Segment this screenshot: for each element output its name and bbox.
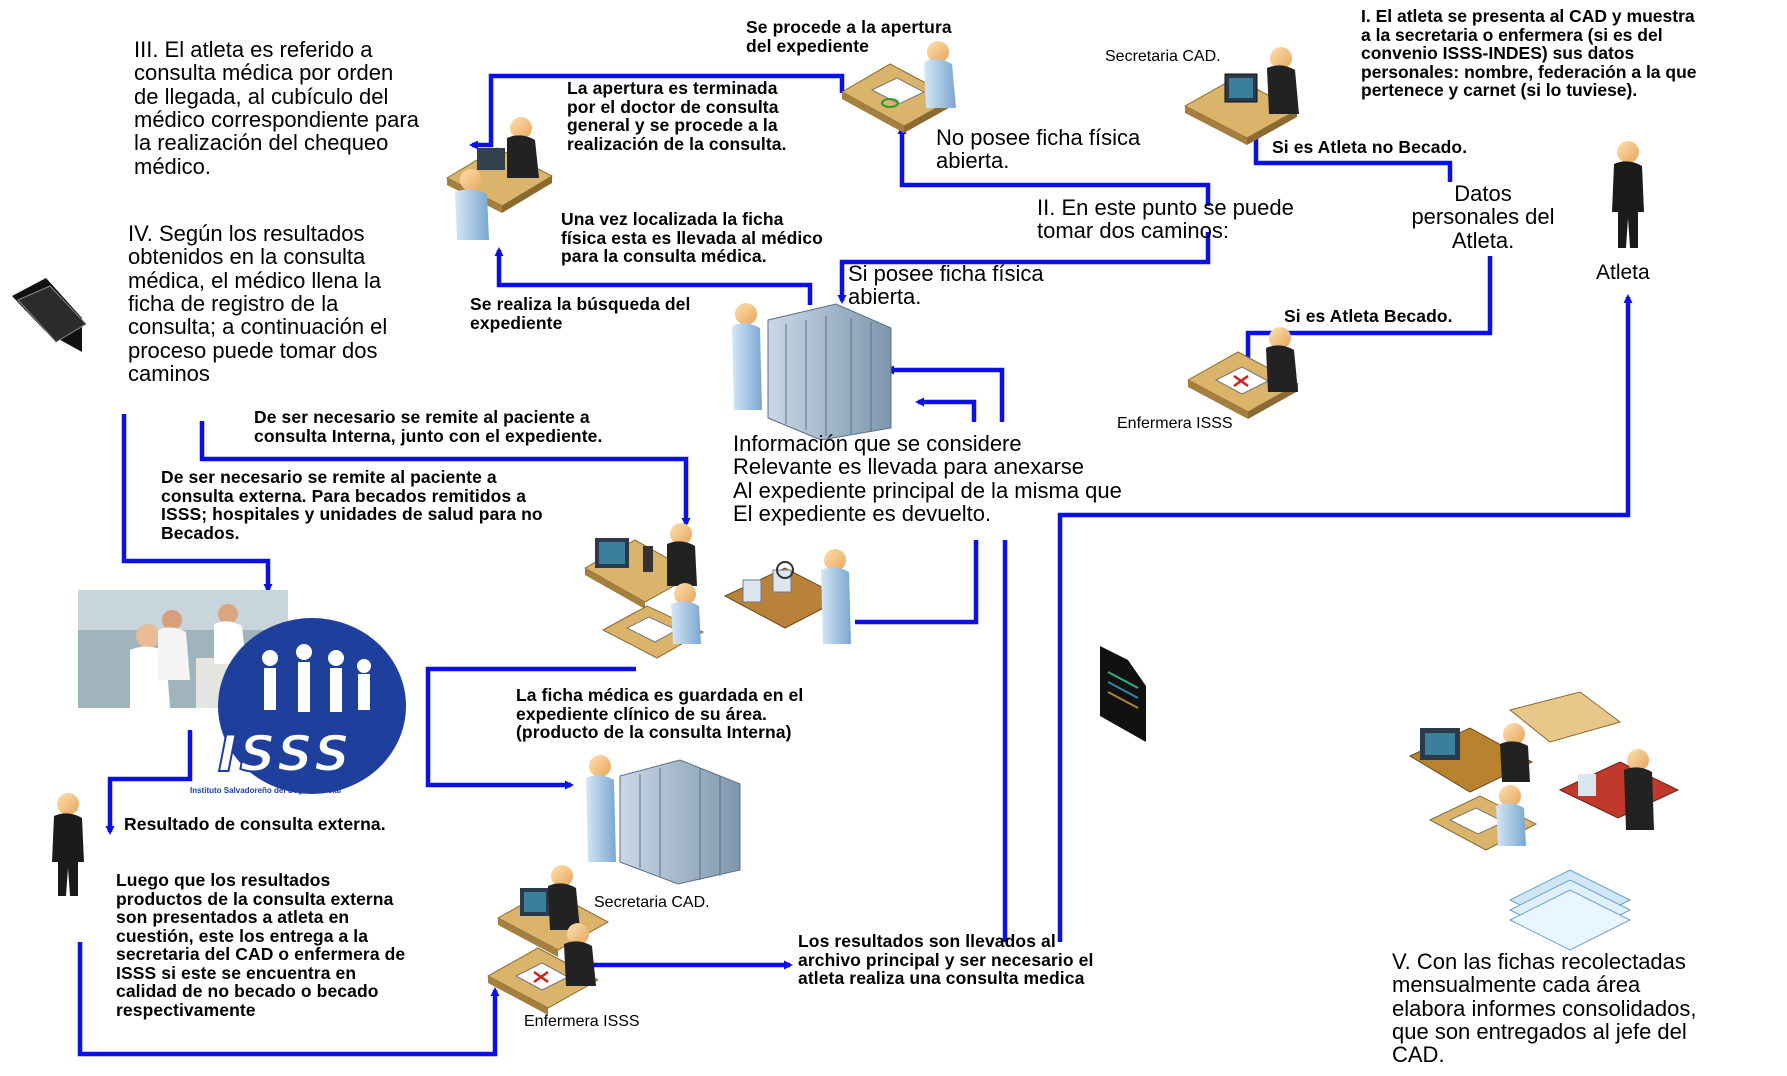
informes-consolidados-icon <box>1408 691 1680 951</box>
arrow-no-becado <box>1251 122 1453 182</box>
note-no-posee: No posee ficha física abierta. <box>936 125 1141 174</box>
note-si-posee: Si posee ficha física abierta. <box>848 261 1044 310</box>
note-becado: Si es Atleta Becado. <box>1284 306 1453 326</box>
step-4-text: IV. Según los resultados obtenidos en la… <box>128 221 388 386</box>
label-secretaria-top: Secretaria CAD. <box>1105 48 1221 65</box>
label-enfermera-bottom: Enfermera ISSS <box>524 1013 640 1030</box>
isss-logo-acronym: ISSS <box>217 725 354 783</box>
arrow-consulta-externa <box>121 414 273 593</box>
enfermera-isss-icon <box>1186 327 1300 419</box>
arrow-no-posee <box>897 125 1211 206</box>
step-5-text: V. Con las fichas recolectadas mensualme… <box>1392 949 1697 1068</box>
note-informacion: Información que se considere Relevante e… <box>733 431 1122 526</box>
line-anexo-info <box>855 540 979 625</box>
enfermera-isss-bottom-icon <box>486 923 600 1015</box>
note-luego-resultados: Luego que los resultados productos de la… <box>116 870 406 1020</box>
arrow-apertura-to-consulta <box>469 73 845 150</box>
note-ficha-guardada: La ficha médica es guardada en el expedi… <box>516 685 804 743</box>
folder-icon <box>12 278 87 352</box>
note-resultados-llevados: Los resultados son llevados al archivo p… <box>798 931 1094 989</box>
atleta-bottom-icon <box>52 793 84 896</box>
arrow-entrega-secretaria <box>77 942 500 1057</box>
archivo-principal-icon <box>732 303 892 441</box>
arrow-info-anexar-1 <box>885 365 1005 422</box>
note-consulta-interna: De ser necesario se remite al paciente a… <box>254 407 603 446</box>
document-icon <box>1100 646 1146 742</box>
arrow-info-anexar-2 <box>915 397 977 422</box>
note-localizada: Una vez localizada la ficha física esta … <box>561 209 823 267</box>
note-apertura-terminada: La apertura es terminada por el doctor d… <box>567 78 787 154</box>
secretaria-cad-icon <box>1183 47 1299 145</box>
label-atleta: Atleta <box>1596 261 1650 284</box>
atleta-icon <box>1612 141 1644 248</box>
note-resultado-externa: Resultado de consulta externa. <box>124 814 386 834</box>
anexo-inspeccion-icon <box>723 549 851 644</box>
isss-logo-name: Instituto Salvadoreño del Seguro Social <box>190 786 342 795</box>
label-secretaria-bottom: Secretaria CAD. <box>594 894 710 911</box>
note-consulta-externa: De ser necesario se remite al paciente a… <box>161 467 543 543</box>
isss-logo <box>218 618 406 794</box>
note-datos-personales: Datos personales del Atleta. <box>1411 181 1555 253</box>
note-apertura: Se procede a la apertura del expediente <box>746 17 952 56</box>
arrow-si-posee <box>837 232 1211 304</box>
arrow-consulta-interna <box>199 421 691 527</box>
step-2-text: II. En este punto se puede tomar dos cam… <box>1037 195 1294 244</box>
arrow-ficha-guardada <box>425 666 636 790</box>
secretaria-cad-bottom-icon <box>496 865 610 957</box>
arrow-a-atleta <box>1057 294 1633 942</box>
label-enfermera-top: Enfermera ISSS <box>1117 415 1233 432</box>
consulta-interna-icon <box>583 523 705 659</box>
step-1-text: I. El atleta se presenta al CAD y muestr… <box>1361 6 1697 101</box>
note-busqueda: Se realiza la búsqueda del expediente <box>470 294 691 333</box>
step-3-text: III. El atleta es referido a consulta mé… <box>134 37 419 179</box>
arrow-archivo-a-medico <box>494 247 813 305</box>
arrow-resultado-externa <box>105 730 193 835</box>
expediente-clinico-icon <box>586 755 741 885</box>
doctor-desk-icon <box>445 117 554 240</box>
note-no-becado: Si es Atleta no Becado. <box>1272 137 1468 157</box>
apertura-desk-icon <box>840 41 956 133</box>
arrow-becado <box>1243 256 1493 369</box>
